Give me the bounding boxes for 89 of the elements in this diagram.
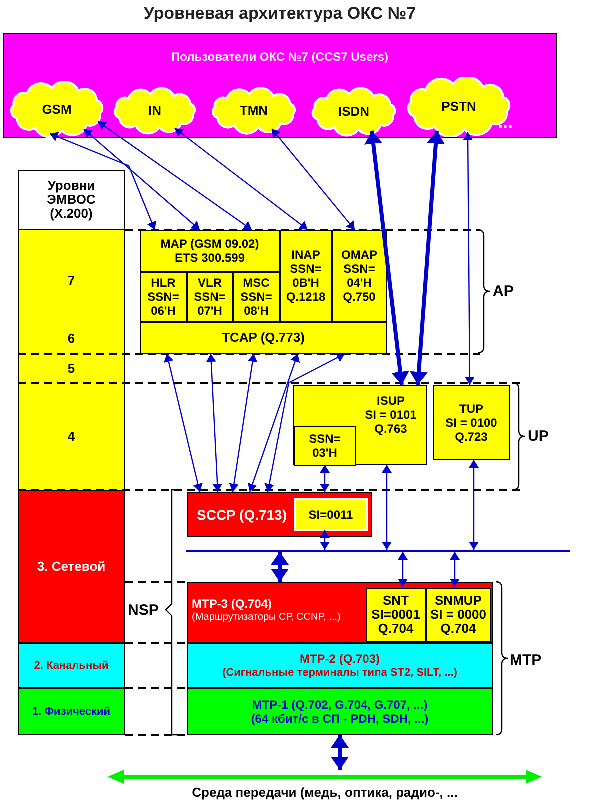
arrow <box>398 552 408 587</box>
protocol-label: MTP-3 (Q.704) <box>192 597 272 611</box>
protocol-label: HLR SSN= 06'H <box>148 276 180 318</box>
arrow <box>164 354 203 492</box>
protocol-label: SNMUP SI = 0000 Q.704 <box>430 594 487 636</box>
level-band <box>18 230 125 354</box>
protocol-box <box>294 498 368 531</box>
arrow <box>364 130 410 386</box>
level-number: 4 <box>68 430 76 444</box>
cloud-label: TMN <box>238 103 270 118</box>
users-panel <box>3 33 557 138</box>
cloud-label: GSM <box>40 102 74 116</box>
protocol-label: SSN= 03'H <box>309 432 341 460</box>
cloud-label: IN <box>146 103 164 118</box>
protocol-box <box>233 272 280 322</box>
bracket-label: AP <box>493 283 514 300</box>
protocol-box <box>187 272 233 322</box>
bracket-label: UP <box>528 428 549 445</box>
protocol-label: MTP-2 (Q.703) <box>300 652 380 666</box>
protocol-box <box>187 643 493 688</box>
arrow <box>272 128 356 230</box>
double-arrow <box>108 770 542 784</box>
arrow <box>264 353 346 492</box>
level-name: 3. Сетевой <box>37 560 106 574</box>
arrow <box>98 121 252 230</box>
arrow <box>320 530 330 550</box>
column-heading: Уровни ЭМВОС (X.200) <box>47 179 96 221</box>
arrow <box>463 132 475 385</box>
protocol-box <box>366 588 426 642</box>
level-band <box>18 688 125 735</box>
protocol-label: TCAP (Q.773) <box>222 331 305 345</box>
arrow <box>382 465 392 550</box>
arrow <box>331 735 349 770</box>
caption-text: Среда передачи (медь, оптика, радио-, ... <box>191 786 459 800</box>
protocol-label: SNT SI=0001 Q.704 <box>372 594 420 636</box>
note-text: (Маршрутизаторы СР, CCNP, ...) <box>192 611 341 625</box>
level-number: 5 <box>68 362 76 376</box>
protocol-box <box>332 230 387 322</box>
protocol-label: MAP (GSM 09.02) ETS 300.599 <box>160 237 260 265</box>
protocol-box <box>433 385 510 460</box>
protocol-label: SI=0011 <box>308 508 354 522</box>
arrow <box>248 354 300 492</box>
bracket-label: MTP <box>510 652 542 669</box>
level-band <box>18 354 125 383</box>
arrow <box>84 128 200 230</box>
level-band <box>18 490 125 643</box>
level-number: 7 <box>66 274 76 288</box>
level-band <box>18 383 125 490</box>
protocol-box <box>280 230 332 322</box>
ellipsis-label: ... <box>498 112 514 133</box>
arrow <box>174 128 308 230</box>
level-name: 2. Канальный <box>34 658 109 672</box>
arrow <box>206 354 223 492</box>
level-name: 1. Физический <box>32 704 111 718</box>
protocol-box <box>187 492 372 537</box>
protocol-box <box>293 385 427 465</box>
protocol-box <box>426 588 491 642</box>
protocol-box <box>140 272 187 322</box>
protocol-box <box>294 426 356 466</box>
protocol-box <box>140 230 280 272</box>
protocol-label: VLR SSN= 07'H <box>194 276 226 318</box>
arrow <box>271 552 289 582</box>
protocol-label: OMAP SSN= 04'H Q.750 <box>342 248 378 304</box>
arrow <box>450 552 460 587</box>
arrow <box>410 130 445 386</box>
protocol-box <box>140 322 387 354</box>
cloud-label: ISDN <box>336 104 372 119</box>
protocol-label: TUP SI = 0100 Q.723 <box>446 402 498 444</box>
header-box <box>18 170 125 230</box>
panel-heading: Пользователи ОКС №7 (CCS7 Users) <box>171 50 388 64</box>
protocol-box <box>187 688 493 735</box>
arrow <box>50 132 157 230</box>
protocol-label: SCCP (Q.713) <box>197 508 287 522</box>
diagram-title: Уровневая архитектура ОКС №7 <box>142 4 418 24</box>
protocol-label: ISUP SI = 0101 Q.763 <box>365 394 417 436</box>
arrow <box>229 354 258 492</box>
bracket-label: NSP <box>128 602 159 619</box>
arrow <box>320 465 330 492</box>
cloud-label: PSTN <box>440 99 478 114</box>
note-text: (64 кбит/с в СП - PDH, SDH, ...) <box>251 712 429 726</box>
arrow <box>469 460 479 550</box>
level-number: 6 <box>66 332 76 346</box>
note-text: (Сигнальные терминалы типа ST2, SILT, ...) <box>222 666 458 680</box>
protocol-label: INAP SSN= 0B'H Q.1218 <box>286 248 326 304</box>
protocol-label: MTP-1 (Q.702, G.704, G.707, ...) <box>252 698 428 712</box>
protocol-label: MSC SSN= 08'H <box>240 276 272 318</box>
bus-line <box>186 550 570 552</box>
level-band <box>18 643 125 688</box>
protocol-box <box>187 582 493 643</box>
